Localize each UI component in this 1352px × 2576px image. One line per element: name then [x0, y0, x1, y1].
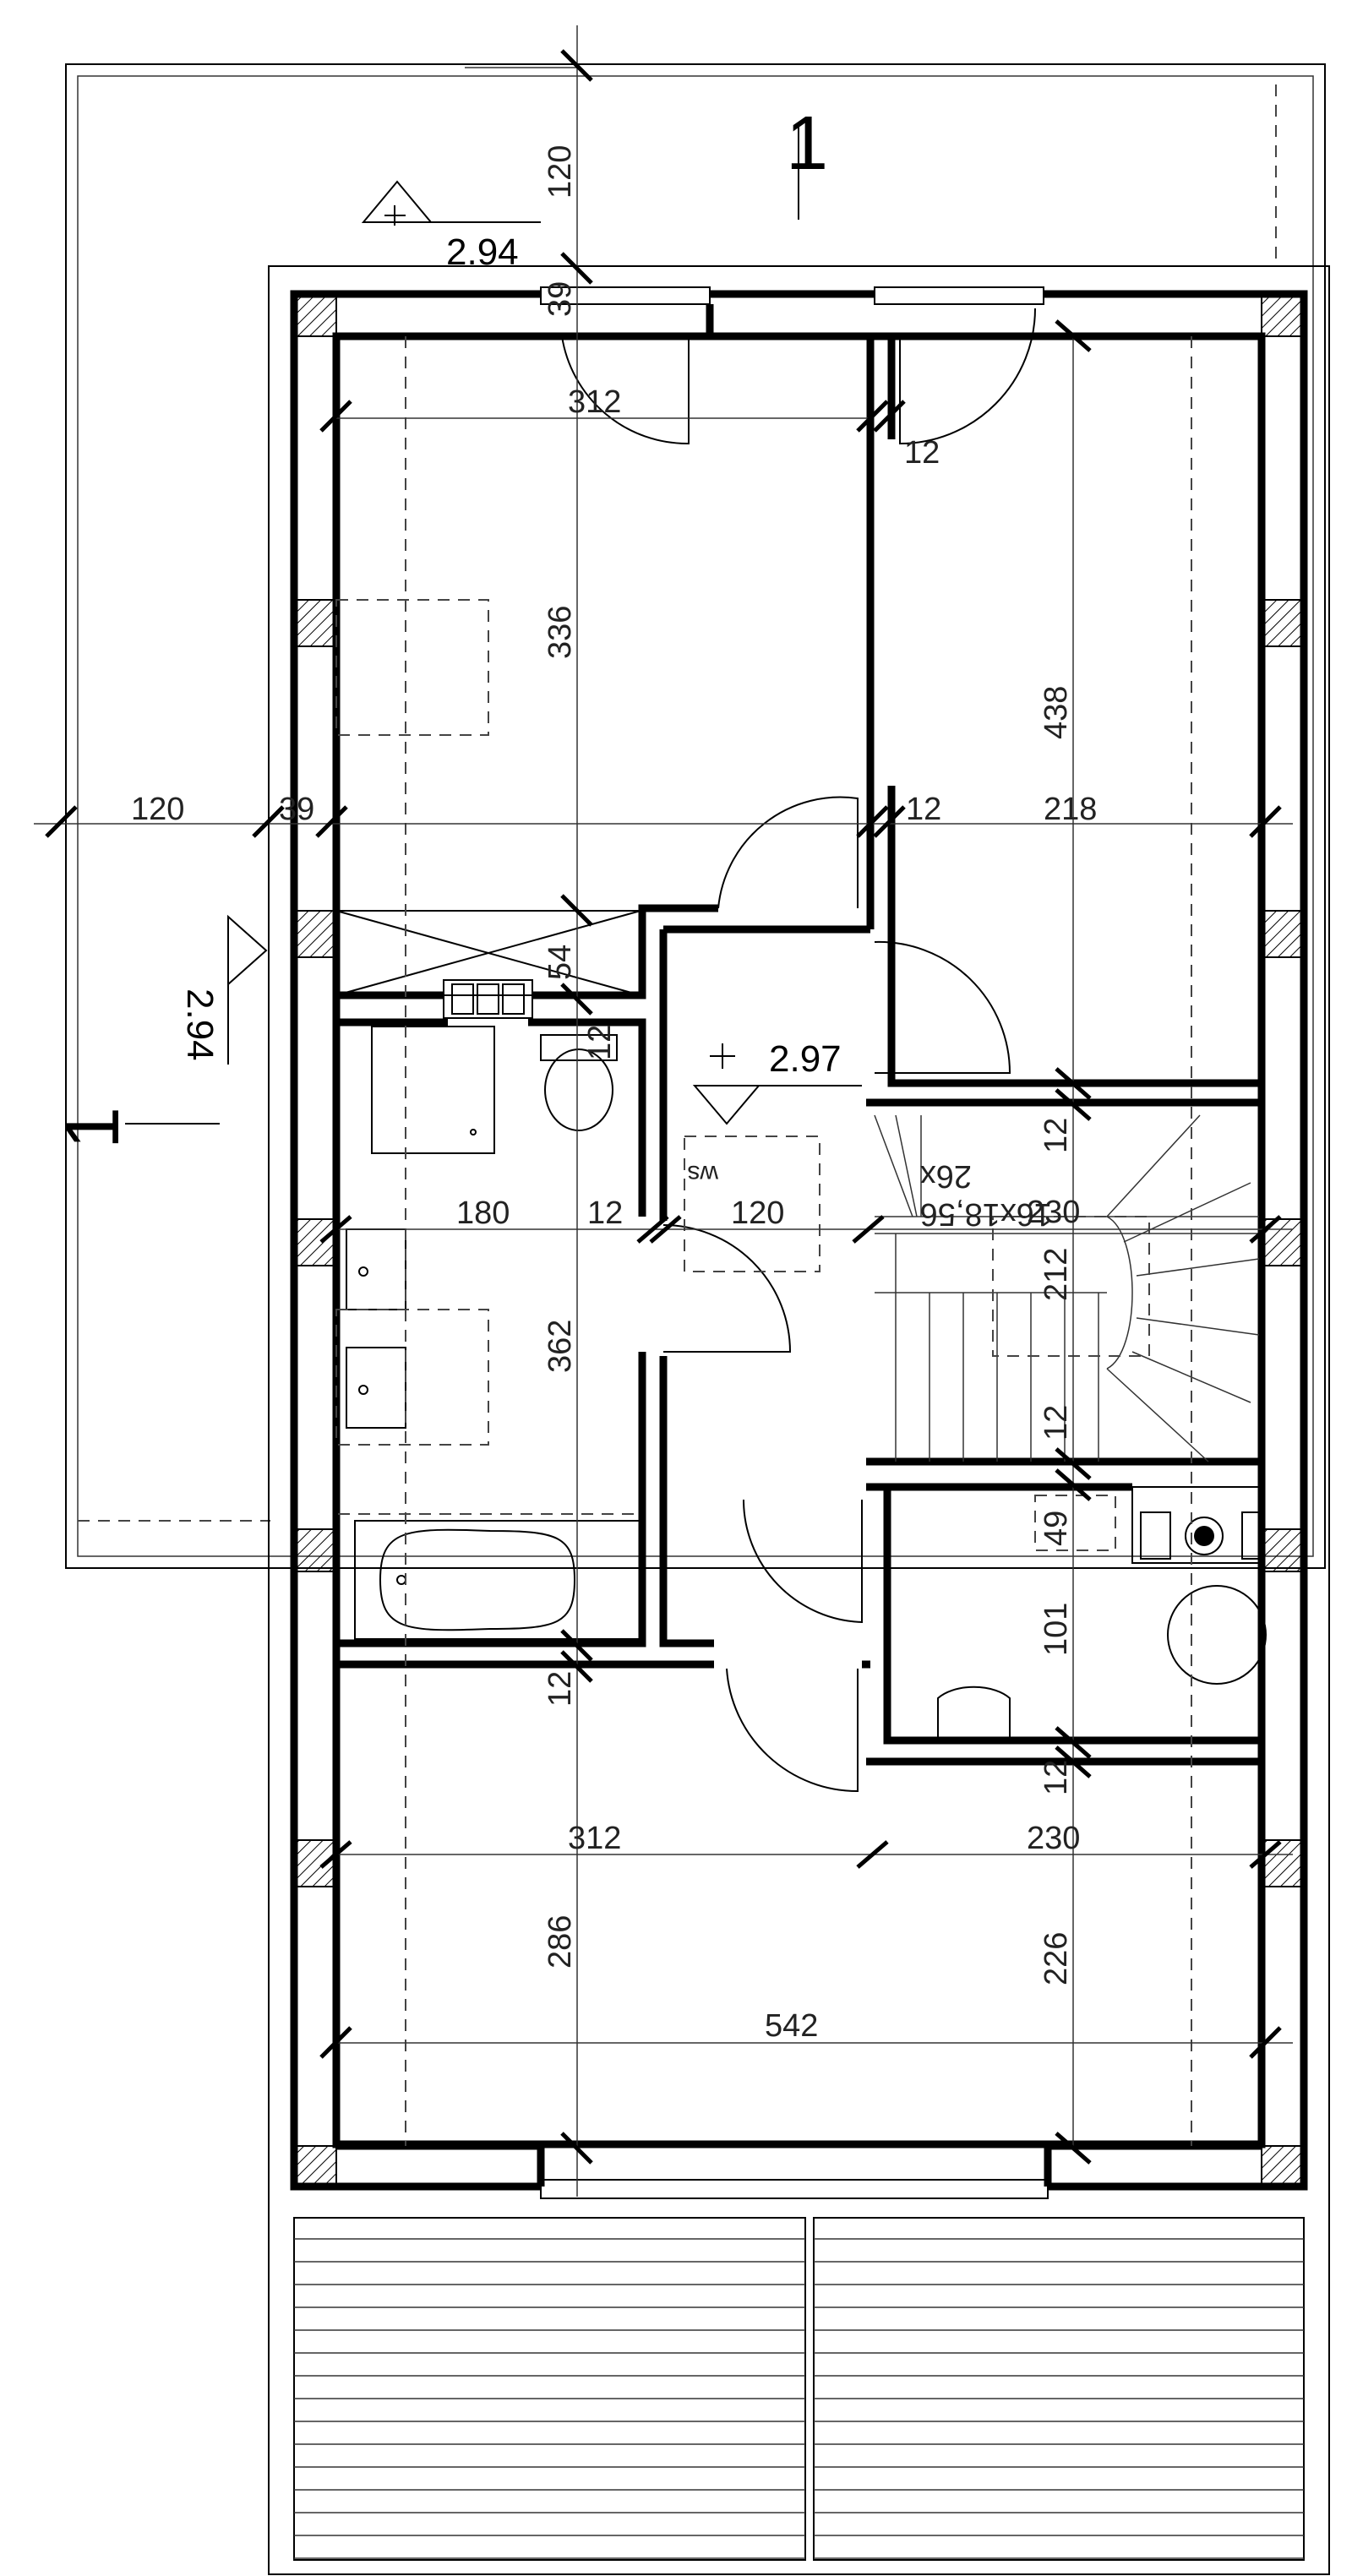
dim-stairs-212: 212 — [1039, 1248, 1074, 1301]
ventilation-shaft — [335, 910, 641, 1019]
level-marker-hall — [692, 1043, 862, 1125]
dim-room-br-width: 230 — [1027, 1821, 1080, 1856]
ws-box — [684, 1136, 820, 1272]
dim-wall-39-top: 39 — [542, 281, 578, 317]
level-terrace-left: 2.94 — [179, 988, 221, 1061]
wall-columns — [295, 295, 1303, 2187]
dim-room-bottom-total: 542 — [765, 2008, 818, 2044]
section-labels: 1 1 ws 26x 16x18,56 230 — [51, 101, 1080, 1232]
staircase — [874, 1114, 1260, 1462]
dim-utility-101: 101 — [1039, 1603, 1074, 1656]
dim-wall-12-bottom: 12 — [542, 1671, 578, 1707]
dim-stairs-12-top: 12 — [1039, 1118, 1074, 1153]
dim-bath-width: 180 — [456, 1195, 510, 1231]
dim-room-bl-width: 312 — [568, 1821, 621, 1856]
utility-fixtures — [937, 1486, 1267, 1740]
stairs-label-a: 26x — [920, 1158, 972, 1194]
outer-walls — [290, 290, 1308, 2191]
dim-room-tl-height: 336 — [542, 606, 578, 659]
level-labels: 2.94 2.94 2.97 — [179, 231, 842, 1080]
dim-wall-12-util: 12 — [1039, 1760, 1074, 1795]
dimension-lines — [34, 25, 1293, 2197]
dim-duct-54: 54 — [542, 945, 578, 980]
level-marker-top — [361, 180, 541, 226]
interior-walls — [336, 304, 1262, 2187]
ws-label: ws — [687, 1160, 719, 1188]
level-terrace-top: 2.94 — [446, 231, 519, 273]
terrace-decking — [293, 2217, 1305, 2561]
dim-hall-width: 120 — [731, 1195, 784, 1231]
dimension-labels: 120 120 39 39 312 336 12 438 12 218 54 1… — [131, 145, 1097, 2044]
dim-wall-12-mid: 12 — [906, 792, 941, 827]
dim-utility-49: 49 — [1039, 1511, 1074, 1546]
bathroom-fixtures — [338, 1026, 643, 1640]
dim-wall-39-left: 39 — [279, 792, 314, 827]
dim-wall-12-bath: 12 — [587, 1195, 623, 1231]
wardrobe-tl — [335, 599, 489, 736]
stairs-label-b: 16x18,56 — [920, 1196, 1052, 1232]
level-hall: 2.97 — [769, 1038, 842, 1080]
windows-top — [540, 286, 1049, 2199]
dim-room-bl-height: 286 — [542, 1915, 578, 1969]
dim-wall-12-top: 12 — [904, 435, 940, 471]
dim-room-tl-width: 312 — [568, 384, 621, 420]
building-outline — [268, 265, 1330, 2575]
wardrobe-bath — [335, 1309, 489, 1446]
doors — [561, 308, 1036, 1793]
stairs-label-c: 230 — [1027, 1195, 1080, 1230]
dim-stairs-12-bot: 12 — [1039, 1405, 1074, 1440]
dim-room-tr-width: 218 — [1044, 792, 1097, 827]
roof-lines — [405, 336, 1192, 2146]
dim-room-br-height: 226 — [1039, 1932, 1074, 1985]
section-label-left: 1 — [51, 1107, 135, 1149]
level-marker-left — [227, 914, 268, 1065]
section-label-top: 1 — [786, 101, 828, 186]
dim-bath-height: 362 — [542, 1320, 578, 1373]
dimension-ticks — [45, 49, 1282, 2165]
dim-duct-12: 12 — [582, 1025, 618, 1060]
dim-terrace-depth-top: 120 — [542, 145, 578, 199]
dim-room-tr-height: 438 — [1039, 686, 1074, 739]
dim-terrace-width-left: 120 — [131, 792, 184, 827]
